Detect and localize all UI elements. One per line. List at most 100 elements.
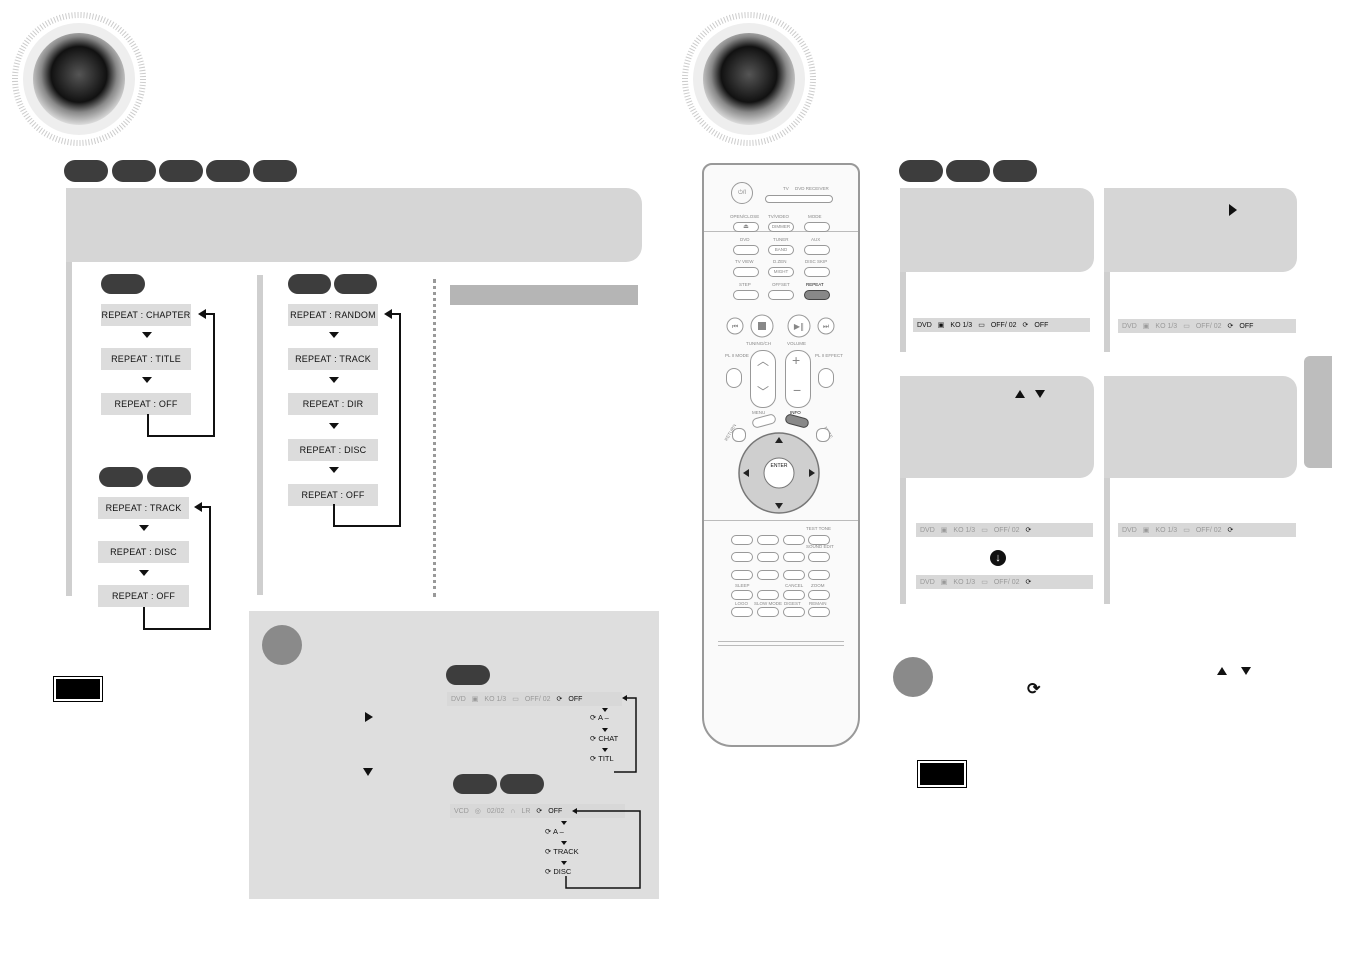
loop-arrow-icon (614, 695, 637, 773)
repeat-chapter: REPEAT : CHAPTER (101, 304, 191, 326)
disc-type-oval (112, 160, 156, 182)
disc-skip-button[interactable] (804, 267, 830, 277)
subtitle-icon: ▣ (1142, 323, 1150, 330)
plus-icon: + (792, 352, 801, 368)
num-6-button[interactable] (783, 552, 805, 562)
dimmer-button[interactable]: DIMMER (768, 222, 794, 232)
repeat-title: REPEAT : TITLE (101, 348, 191, 370)
sound-edit-label: SOUND EDIT (806, 544, 834, 549)
loop-arrow-icon (565, 808, 641, 889)
band-button[interactable]: BAND (768, 245, 794, 255)
tv-view-button[interactable] (733, 267, 759, 277)
osd-bar-dvd: DVD▣KO 1/3▭OFF/ 02⟳OFF (447, 692, 622, 706)
right-arrow-icon (1229, 204, 1237, 216)
num-7-button[interactable] (731, 570, 753, 580)
disc-type-oval (206, 160, 250, 182)
repeat-button[interactable] (804, 290, 830, 300)
down-arrow-icon (363, 768, 373, 776)
loop-arrow-icon (147, 309, 215, 437)
tv-dvd-switch[interactable] (765, 195, 833, 203)
num-0-button[interactable] (757, 590, 779, 600)
sleep-button[interactable] (731, 590, 753, 600)
up-down-arrows-icon (1217, 667, 1251, 675)
down-arrow-icon (329, 423, 339, 429)
subtitle-icon: ▣ (940, 527, 948, 534)
note-header-bar (450, 285, 638, 305)
down-arrow-icon (329, 377, 339, 383)
tuning-label: TUNING/CH (746, 341, 771, 346)
sound-edit-button[interactable] (808, 552, 830, 562)
chevron-up-icon: ︿ (757, 354, 770, 368)
slow-mode-button[interactable] (757, 607, 779, 617)
note-label (53, 676, 103, 702)
pl2-effect-button[interactable] (818, 368, 834, 388)
minus-icon: − (793, 382, 802, 398)
volume-rocker[interactable] (785, 350, 811, 408)
pl2-mode-button[interactable] (726, 368, 742, 388)
column-divider (257, 275, 263, 595)
tuning-rocker[interactable] (750, 350, 776, 408)
ab-option: ⟳ CHAT (590, 734, 619, 743)
digest-button[interactable] (783, 607, 805, 617)
repeat-icon: ⟳ (1027, 681, 1041, 698)
offset-button[interactable] (768, 290, 794, 300)
disc-type-oval (899, 160, 943, 182)
repeat-icon: ⟳ (1227, 323, 1234, 330)
down-arrow-icon (561, 861, 567, 865)
logo-button[interactable] (731, 607, 753, 617)
return-button[interactable] (732, 428, 746, 442)
panel-divider (900, 272, 906, 352)
remain-button[interactable] (808, 607, 830, 617)
num-4-button[interactable] (731, 552, 753, 562)
step-label: STEP (739, 282, 751, 287)
ab-option: ⟳ DISC (545, 867, 572, 876)
repeat-track: REPEAT : TRACK (98, 497, 189, 519)
disc-type-oval (159, 160, 203, 182)
tv-video-label: TV/VIDEO (768, 214, 790, 219)
enter-button[interactable]: ENTER (770, 463, 788, 469)
num-5-button[interactable] (757, 552, 779, 562)
num-3-button[interactable] (783, 535, 805, 545)
subtitle-icon: ▣ (471, 696, 479, 703)
repeat-icon: ⟳ (1227, 527, 1234, 534)
osd-bar: DVD▣KO 1/3▭OFF/ 02⟳ (1118, 523, 1296, 537)
osd-bar: DVD▣KO 1/3▭OFF/ 02⟳ (916, 523, 1093, 537)
down-arrow-icon (602, 708, 608, 712)
sound-button[interactable] (808, 570, 830, 580)
num-2-button[interactable] (757, 535, 779, 545)
mode-button[interactable] (804, 222, 830, 232)
repeat-dir: REPEAT : DIR (288, 393, 378, 415)
dvd-button[interactable] (733, 245, 759, 255)
osd-bar-vcd: VCD◎02/02∩LR⟳OFF (450, 804, 625, 818)
loop-arrow-icon (143, 502, 211, 630)
cancel-button[interactable] (783, 590, 805, 600)
disc-skip-label: DISC SKIP (805, 259, 828, 264)
navigation-dpad[interactable] (737, 431, 821, 515)
test-tone-button[interactable] (808, 535, 830, 545)
down-arrow-icon (329, 332, 339, 338)
might-button[interactable]: MIGHT (768, 267, 794, 277)
num-8-button[interactable] (757, 570, 779, 580)
open-close-label: OPEN/CLOSE (730, 214, 760, 219)
subtitle-icon: ▣ (937, 322, 945, 329)
num-1-button[interactable] (731, 535, 753, 545)
zoom-button[interactable] (808, 590, 830, 600)
mute-button[interactable] (816, 428, 830, 442)
ab-option: ⟳ TITL (590, 754, 614, 763)
header-panel (66, 188, 642, 262)
step-button[interactable] (733, 290, 759, 300)
column-divider (66, 262, 72, 596)
aux-button[interactable] (804, 245, 830, 255)
headphone-icon: ∩ (510, 807, 516, 815)
disc-type-oval (64, 160, 108, 182)
down-arrow-icon (329, 467, 339, 473)
repeat-track: REPEAT : TRACK (288, 348, 378, 370)
note-label (917, 760, 967, 788)
power-button[interactable]: ⏻/I (731, 182, 753, 204)
open-close-button[interactable]: ⏏ (733, 222, 759, 232)
loop-arrow-icon (333, 309, 401, 527)
chevron-down-icon: ﹀ (757, 385, 770, 399)
down-arrow-icon (142, 332, 152, 338)
num-9-button[interactable] (783, 570, 805, 580)
ab-repeat-panel (249, 611, 659, 899)
